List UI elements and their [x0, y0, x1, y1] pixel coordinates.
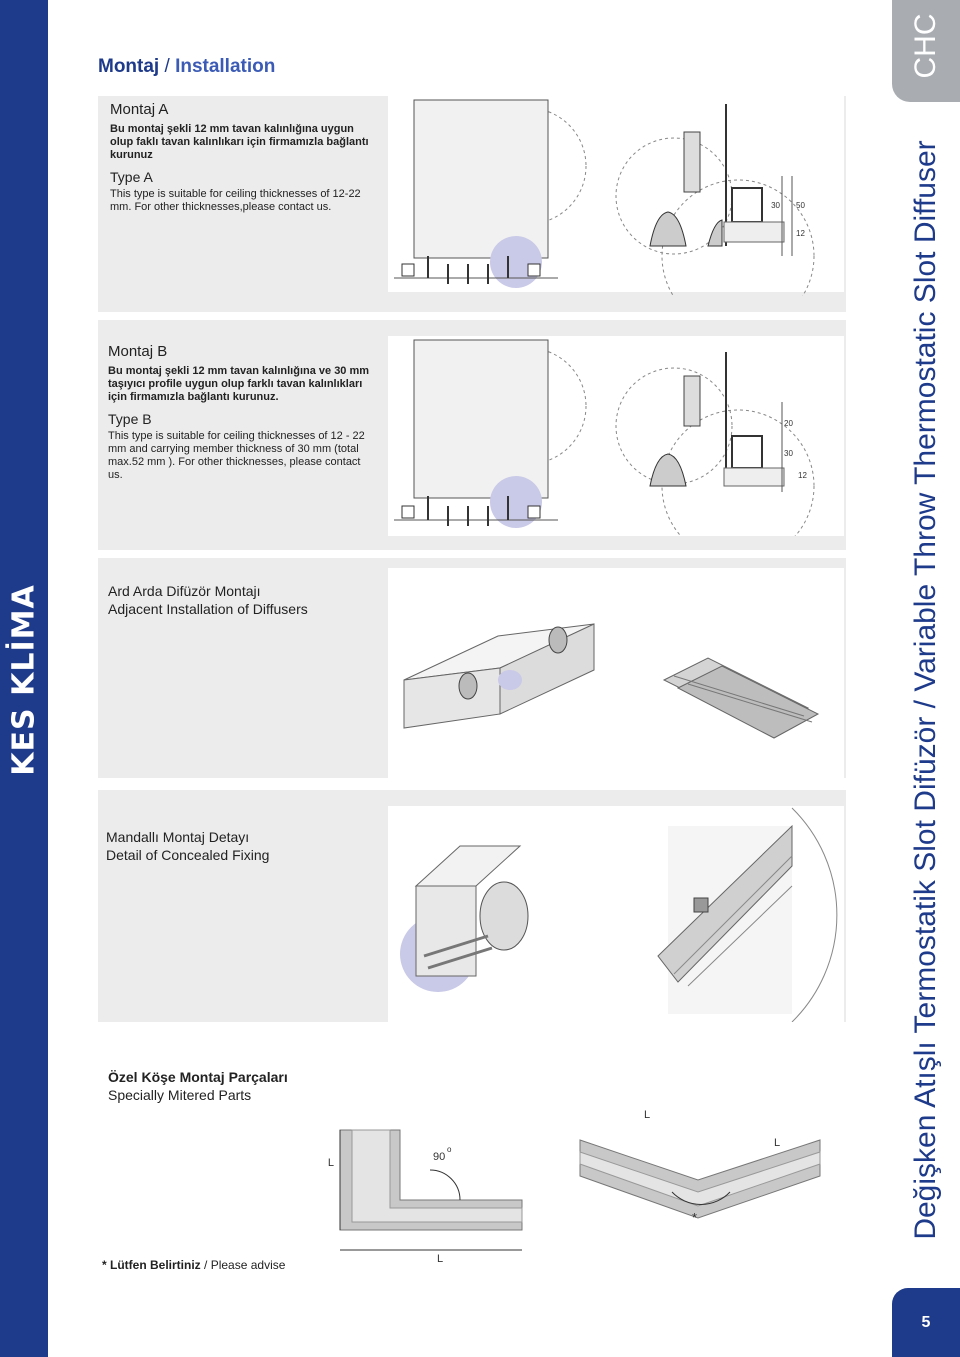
concealed-title-tr: Mandallı Montaj Detayı: [106, 829, 250, 845]
heading-tr: Montaj: [98, 56, 160, 77]
dim-b-12: 12: [798, 471, 807, 480]
mitered-angle: 90: [433, 1151, 445, 1163]
footnote-sep: /: [200, 1258, 211, 1272]
type-a-drawing: 30 50 12: [394, 99, 815, 296]
adjacent-title: Ard Arda Difüzör Montajı Adjacent Instal…: [108, 582, 308, 618]
mitered-length-left: L: [328, 1157, 334, 1169]
mitered-title-en: Specially Mitered Parts: [108, 1087, 252, 1103]
footnote: * Lütfen Belirtiniz / Please advise: [102, 1258, 285, 1272]
section-a-en-text: This type is suitable for ceiling thickn…: [110, 188, 361, 213]
page-tab: [892, 1288, 960, 1357]
page-heading: Montaj / Installation: [98, 56, 275, 78]
heading-en: Installation: [175, 56, 276, 77]
section-a-tr-text: Bu montaj şekli 12 mm tavan kalınlığına …: [110, 123, 369, 161]
dim-a-12: 12: [796, 229, 805, 238]
mitered-title: Özel Köşe Montaj Parçaları Specially Mit…: [108, 1068, 288, 1104]
footnote-tr: Lütfen Belirtiniz: [110, 1258, 201, 1272]
concealed-title: Mandallı Montaj Detayı Detail of Conceal…: [106, 828, 269, 864]
type-b-drawing: 20 30 12: [394, 339, 815, 536]
mitered-title-tr: Özel Köşe Montaj Parçaları: [108, 1069, 288, 1085]
section-b-type: Type B: [108, 411, 152, 427]
mitered-length-bottom: L: [437, 1253, 443, 1265]
brand-band: [0, 0, 48, 1357]
mitered-length-right: L: [774, 1137, 780, 1149]
concealed-drawing: [400, 807, 838, 1022]
section-a-type: Type A: [110, 169, 153, 185]
section-a-title: Montaj A: [110, 101, 169, 118]
section-b-tr-text: Bu montaj şekli 12 mm tavan kalınlığına …: [108, 365, 370, 403]
section-b-en-text: This type is suitable for ceiling thickn…: [108, 430, 365, 481]
section-a: Montaj A Bu montaj şekli 12 mm tavan kal…: [110, 100, 372, 214]
adjacent-title-tr: Ard Arda Difüzör Montajı: [108, 583, 261, 599]
side-title: Değişken Atışlı Termostatik Slot Difüzör…: [909, 140, 942, 1240]
dim-a-50: 50: [796, 201, 805, 210]
dim-b-20: 20: [784, 419, 793, 428]
mitered-length-top: L: [644, 1109, 650, 1121]
heading-sep: /: [159, 56, 176, 77]
footnote-star: *: [102, 1258, 111, 1272]
footnote-en: Please advise: [210, 1258, 286, 1272]
adjacent-title-en: Adjacent Installation of Diffusers: [108, 601, 308, 617]
mitered-star: *: [692, 1210, 697, 1225]
dim-a-30: 30: [771, 201, 780, 210]
section-b-title: Montaj B: [108, 343, 168, 360]
section-b: Montaj B Bu montaj şekli 12 mm tavan kal…: [108, 342, 370, 482]
brand-logo: KES KLİMA: [6, 584, 42, 776]
mitered-drawing: L L 90 o L L *: [328, 1109, 821, 1265]
chc-label: CHC: [909, 13, 942, 79]
mitered-angle-degree: o: [447, 1145, 452, 1154]
concealed-title-en: Detail of Concealed Fixing: [106, 847, 270, 863]
adjacent-drawing: [403, 623, 820, 739]
dim-b-30: 30: [784, 449, 793, 458]
page-number: 5: [921, 1313, 931, 1331]
chc-tab: [892, 0, 960, 102]
